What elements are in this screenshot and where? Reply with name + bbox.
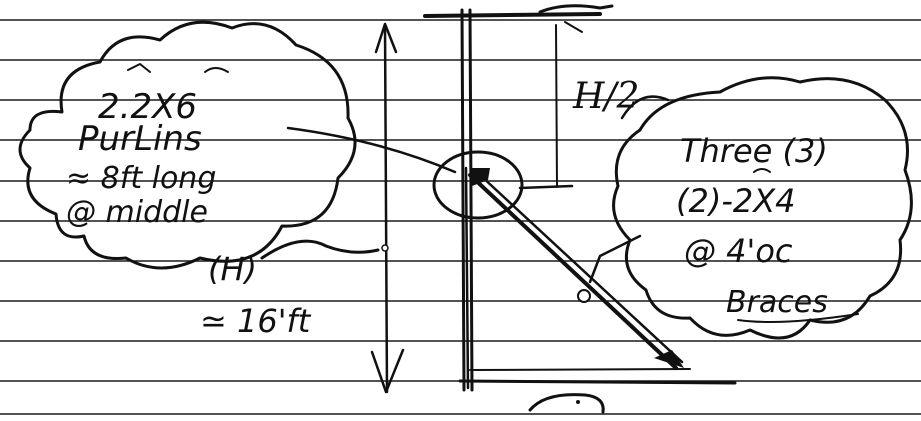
height-labels: (H) ≃ 16'ft	[200, 239, 380, 340]
purlins-label-line1: 2.2X6	[98, 87, 197, 127]
vertical-post	[460, 8, 474, 392]
braces-cloud: Three (3) (2)-2X4 @ 4'oc Braces	[588, 76, 913, 340]
purlins-cloud-outline	[18, 20, 357, 270]
top-plate-scribble	[538, 4, 614, 14]
braces-cloud-outline	[612, 76, 913, 340]
base-scribble	[528, 393, 605, 414]
brace-line-outer	[468, 173, 678, 370]
height-dimension	[370, 22, 405, 394]
diagonal-brace	[468, 168, 684, 370]
half-height-label: H/2	[572, 76, 639, 117]
base-line	[458, 368, 737, 414]
post-center-line	[464, 166, 470, 390]
top-plate-line	[423, 12, 602, 18]
height-leader-line	[260, 239, 380, 260]
braces-label-line4: Braces	[726, 285, 828, 320]
ruled-lines	[0, 19, 921, 415]
post-left-edge	[460, 8, 466, 392]
ground-line	[458, 379, 737, 385]
purlins-label-line4: @ middle	[66, 195, 208, 230]
height-symbol-label: (H)	[208, 250, 257, 288]
base-dot	[576, 400, 580, 404]
brace-midpoint	[577, 289, 591, 303]
cloud-tilde-mark	[753, 168, 771, 173]
braces-label-line1: Three (3)	[680, 132, 828, 170]
height-midpoint	[381, 244, 389, 252]
cloud-tilde-mark	[127, 63, 151, 73]
post-right-edge	[468, 8, 474, 392]
half-height-tick-bottom	[518, 184, 574, 190]
braces-label-line3: @ 4'oc	[684, 232, 793, 270]
braces-leader-line	[588, 234, 642, 284]
brace-top-bracket-icon	[470, 168, 490, 186]
braces-label-line2: (2)-2X4	[676, 182, 796, 220]
height-arrow-bottom-icon	[370, 348, 405, 394]
top-plate	[423, 4, 614, 18]
brace-line-inner	[478, 173, 684, 364]
purlins-label-line3: ≈ 8ft long	[66, 161, 216, 196]
purlins-label-line2: PurLins	[78, 119, 202, 159]
purlins-leader-line	[286, 126, 457, 174]
ground-line-upper	[469, 368, 691, 371]
height-arrow-top-icon	[374, 22, 398, 54]
cloud-tilde-mark	[204, 67, 229, 73]
height-value-label: ≃ 16'ft	[200, 302, 312, 340]
half-height-tick-top	[564, 21, 583, 33]
braces-underline	[737, 313, 859, 323]
height-arrow-line	[383, 23, 389, 394]
brace-top-ellipse	[432, 150, 524, 220]
half-height-scribble	[620, 95, 670, 120]
purlins-cloud: 2.2X6 PurLins ≈ 8ft long @ middle	[18, 20, 457, 270]
half-height-line	[555, 24, 558, 188]
half-height-dimension: H/2	[518, 21, 670, 190]
brace-bottom-arrow-icon	[654, 350, 684, 368]
